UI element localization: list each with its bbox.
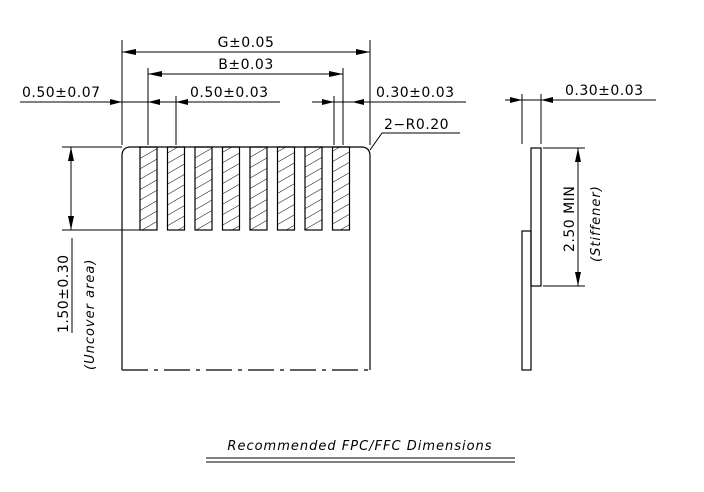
caption-text: Recommended FPC/FFC Dimensions: [227, 439, 492, 454]
front-view: G±0.05 B±0.03 0.50±0.07 0.50±0.03: [20, 35, 466, 371]
contact-pad: [331, 146, 351, 231]
dim-uncover: 1.50±0.30 (Uncover area): [56, 146, 140, 370]
dim-pad: 0.30±0.03: [312, 85, 466, 145]
dim-thickness-label: 0.30±0.03: [565, 83, 644, 99]
dim-g: G±0.05: [121, 35, 371, 145]
dim-radius-label: 2−R0.20: [384, 117, 449, 133]
dim-edge-label: 0.50±0.07: [22, 85, 101, 101]
contact-pad: [221, 146, 241, 231]
dim-stiffener-label: 2.50 MIN: [562, 186, 578, 252]
side-view: 0.30±0.03 2.50 MIN (Stiffener): [505, 83, 656, 371]
stiffener-note: (Stiffener): [589, 185, 604, 262]
caption: Recommended FPC/FFC Dimensions: [206, 439, 515, 463]
uncover-note: (Uncover area): [83, 259, 98, 370]
contact-pad: [304, 146, 323, 231]
dim-edge: 0.50±0.07: [20, 85, 160, 105]
fpc-side-body: [521, 230, 532, 371]
dim-pitch: 0.50±0.03: [148, 85, 280, 145]
dim-b-label: B±0.03: [218, 57, 274, 73]
stiffener-side: [530, 147, 542, 287]
contact-pads: [139, 146, 351, 231]
dim-uncover-label: 1.50±0.30: [56, 254, 72, 333]
contact-pad: [139, 146, 158, 231]
contact-pad: [276, 146, 296, 231]
dim-g-label: G±0.05: [218, 35, 275, 51]
dim-radius: 2−R0.20: [369, 117, 460, 151]
fpc-outline: [121, 146, 371, 370]
contact-pad: [249, 146, 268, 231]
dim-stiffener: 2.50 MIN (Stiffener): [543, 147, 604, 287]
dim-thickness: 0.30±0.03: [505, 83, 656, 144]
contact-pad: [194, 146, 213, 231]
dim-pad-label: 0.30±0.03: [376, 85, 455, 101]
dim-pitch-label: 0.50±0.03: [190, 85, 269, 101]
contact-pad: [166, 146, 186, 231]
dim-b: B±0.03: [147, 57, 344, 145]
